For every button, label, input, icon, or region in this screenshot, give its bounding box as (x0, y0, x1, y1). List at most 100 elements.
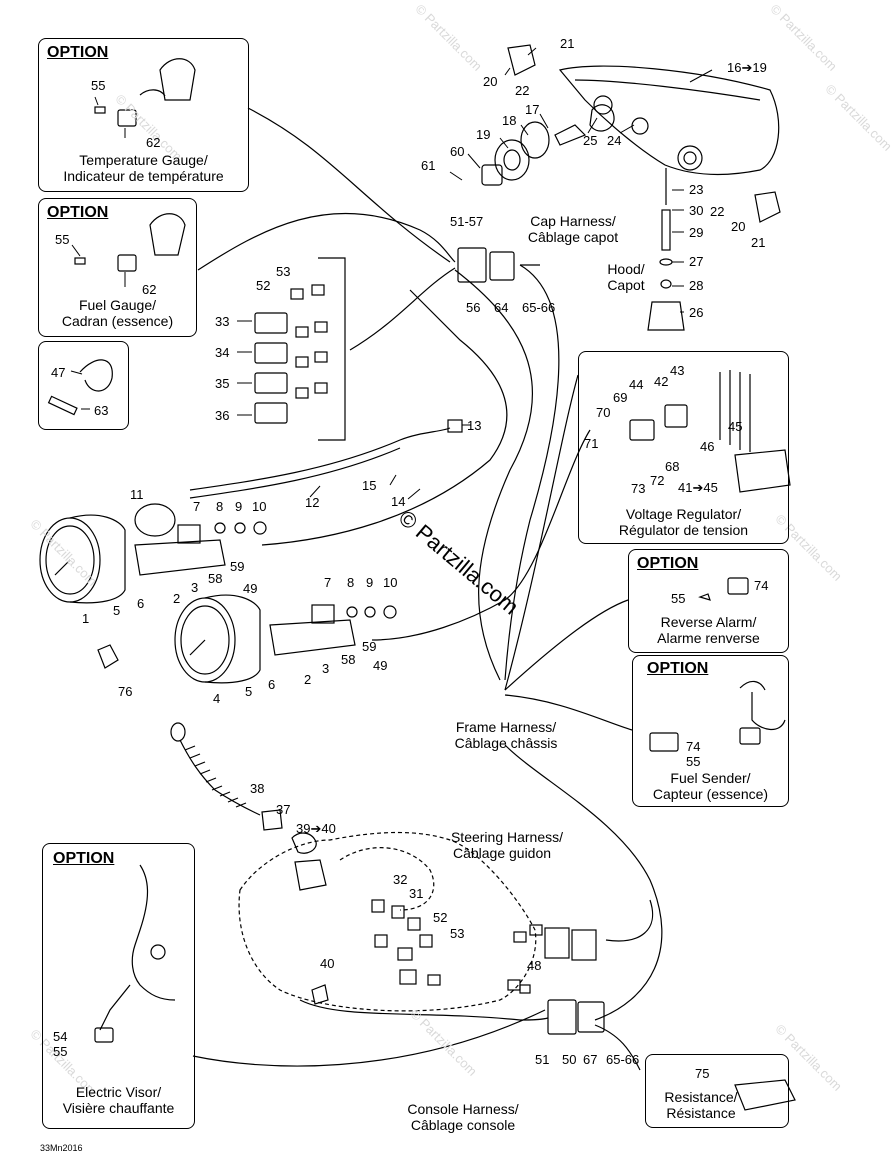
callout: 3 (322, 661, 330, 676)
callout: 34 (215, 345, 230, 360)
callout: 65-66 (522, 300, 556, 315)
callout: 2 (304, 672, 312, 687)
callout: 11 (130, 487, 144, 502)
callout: 14 (391, 494, 406, 509)
caption-fr: Régulator de tension (618, 522, 749, 538)
callout: 56 (466, 300, 481, 315)
caption-en: Electric Visor/ (75, 1084, 162, 1100)
callout: 5 (245, 684, 253, 699)
callout: 20 (483, 74, 498, 89)
callout: 53 (276, 264, 291, 279)
callout: 43 (670, 363, 685, 378)
callout: 40 (320, 956, 335, 971)
callout: 21 (560, 36, 575, 51)
hood-label-fr: Capot (607, 277, 645, 293)
electric-visor-option-box: OPTION 54 55 Electric Visor/ Visière cha… (42, 843, 195, 1129)
hood-label-en: Hood/ (607, 261, 645, 277)
reference-code: 33Mn2016 (40, 1143, 83, 1153)
callout: 29 (689, 225, 704, 240)
callout: 37 (276, 802, 291, 817)
callout: 5 (113, 603, 121, 618)
caption-en: Voltage Regulator/ (625, 506, 742, 522)
callout: 60 (450, 144, 465, 159)
callout: 6 (268, 677, 276, 692)
callout: 55 (686, 754, 701, 769)
caption-fr: Alarme renverse (657, 630, 760, 646)
callout: 51 (535, 1052, 550, 1067)
callout: 36 (215, 408, 230, 423)
callout: 30 (689, 203, 704, 218)
fuel-gauge-option-box: OPTION 55 62 Fuel Gauge/ Cadran (essence… (38, 198, 197, 337)
cap-harness-label-en: Cap Harness/ (530, 213, 616, 229)
callout: 7 (193, 499, 201, 514)
callout: 62 (146, 135, 161, 150)
callout: 54 (53, 1029, 68, 1044)
callout: 59 (362, 639, 377, 654)
callout: 55 (671, 591, 686, 606)
callout: 23 (689, 182, 704, 197)
reverse-alarm-option-box: OPTION 55 74 Reverse Alarm/ Alarme renve… (628, 549, 789, 653)
caption-fr: Capteur (essence) (652, 786, 769, 802)
callout: 47 (51, 365, 66, 380)
callout: 12 (305, 495, 320, 510)
callout: 26 (689, 305, 704, 320)
temperature-gauge-option-box: OPTION 55 62 Temperature Gauge/ Indicate… (38, 38, 249, 192)
callout: 62 (142, 282, 157, 297)
option-title: OPTION (47, 44, 109, 61)
callout: 13 (467, 418, 482, 433)
callout: 51-57 (450, 214, 484, 229)
callout: 9 (235, 499, 243, 514)
callout: 61 (421, 158, 436, 173)
callout: 41➔45 (678, 480, 718, 495)
callout: 16➔19 (727, 60, 767, 75)
callout: 2 (173, 591, 181, 606)
callout: 19 (476, 127, 491, 142)
callout: 45 (728, 419, 743, 434)
frame-harness-label-fr: Câblage châssis (454, 735, 558, 751)
callout: 15 (362, 478, 377, 493)
caption-fr: Indicateur de température (63, 168, 224, 184)
callout: 71 (584, 436, 599, 451)
callout: 18 (502, 113, 517, 128)
callout: 32 (393, 872, 408, 887)
callout: 50 (562, 1052, 577, 1067)
callout: 8 (347, 575, 355, 590)
callout: 52 (256, 278, 271, 293)
ties-box: 47 63 (38, 341, 129, 430)
callout: 24 (607, 133, 622, 148)
callout: 65-66 (606, 1052, 640, 1067)
callout: 75 (695, 1066, 710, 1081)
callout: 70 (596, 405, 611, 420)
callout: 25 (583, 133, 598, 148)
caption-fr: Cadran (essence) (61, 313, 174, 329)
callout: 9 (366, 575, 374, 590)
callout: 49 (373, 658, 388, 673)
frame-harness-label-en: Frame Harness/ (455, 719, 557, 735)
callout: 10 (252, 499, 267, 514)
callout: 1 (82, 611, 90, 626)
callout: 74 (754, 578, 769, 593)
callout: 35 (215, 376, 230, 391)
callout: 10 (383, 575, 398, 590)
callout: 73 (631, 481, 646, 496)
steering-harness-label-en: Steering Harness/ (450, 829, 564, 845)
callout: 55 (91, 78, 106, 93)
caption-en: Reverse Alarm/ (660, 614, 757, 630)
callout: 68 (665, 459, 680, 474)
fuel-sender-option-box: OPTION 74 55 Fuel Sender/ Capteur (essen… (632, 655, 789, 807)
callout: 28 (689, 278, 704, 293)
callout: 58 (341, 652, 356, 667)
callout: 64 (494, 300, 509, 315)
callout: 74 (686, 739, 701, 754)
callout: 38 (250, 781, 265, 796)
callout: 31 (409, 886, 424, 901)
callout: 17 (525, 102, 540, 117)
callout: 46 (700, 439, 715, 454)
callout: 55 (53, 1044, 68, 1059)
option-title: OPTION (637, 555, 699, 572)
callout: 21 (751, 235, 766, 250)
console-harness-label-en: Console Harness/ (407, 1101, 519, 1117)
callout: 63 (94, 403, 109, 418)
callout: 27 (689, 254, 704, 269)
